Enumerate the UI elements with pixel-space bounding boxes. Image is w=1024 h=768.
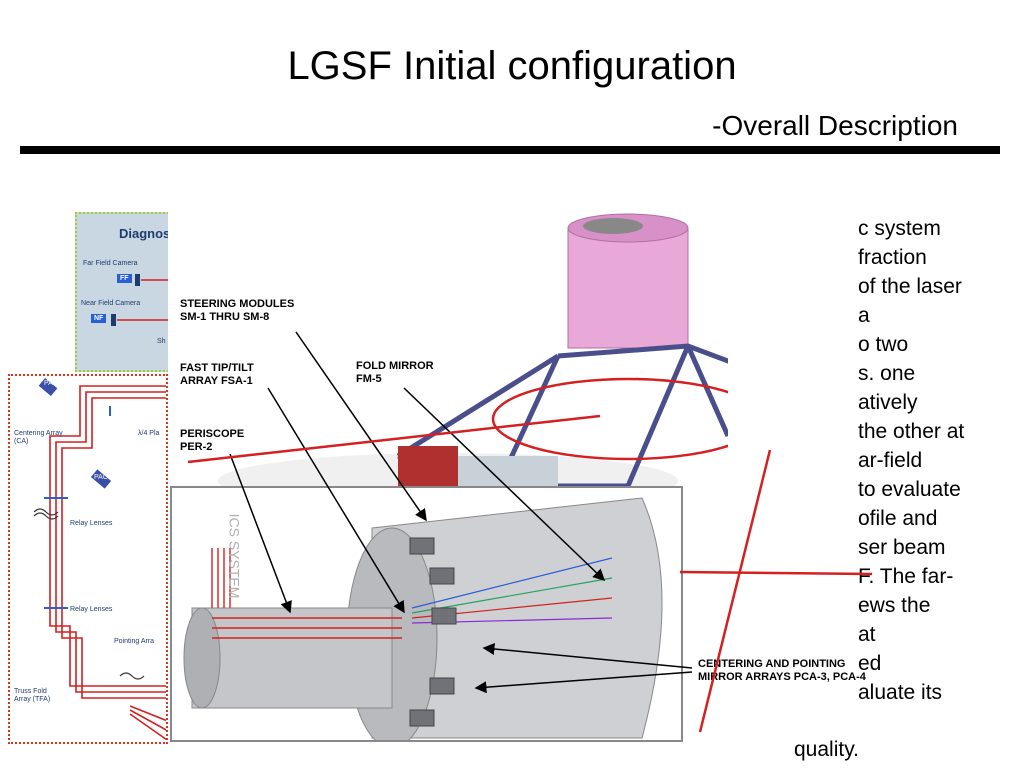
far-field-camera-label: Far Field Camera bbox=[83, 260, 138, 267]
body-line: c system bbox=[858, 217, 941, 240]
near-field-camera-label: Near Field Camera bbox=[81, 300, 141, 307]
centering-array-label: Centering Array bbox=[14, 430, 63, 437]
body-line: s. one bbox=[858, 362, 916, 385]
steering-label-line2: SM-1 THRU SM-8 bbox=[180, 311, 270, 323]
ca-label: (CA) bbox=[14, 438, 29, 445]
body-line: ser beam bbox=[858, 536, 946, 559]
fast-tip-tilt-label-line2: ARRAY FSA-1 bbox=[180, 375, 253, 387]
body-line: at bbox=[858, 623, 876, 646]
optical-layout-drawing bbox=[33, 378, 166, 741]
periscope-label-line1: PERISCOPE bbox=[180, 428, 245, 440]
cutaway-drawing bbox=[183, 497, 663, 740]
relay-lenses-label-2: Relay Lenses bbox=[70, 606, 113, 613]
centering-label-line1: CENTERING AND POINTING bbox=[698, 658, 846, 670]
truss-fold-label: Truss Fold bbox=[14, 688, 47, 695]
body-line: of the laser bbox=[858, 275, 962, 298]
body-line: aluate its bbox=[858, 681, 943, 704]
body-line: ews the bbox=[858, 594, 931, 617]
relay-lenses-label-1: Relay Lenses bbox=[70, 520, 113, 527]
body-line: atively bbox=[858, 391, 918, 414]
pac-mid-label: PAC bbox=[94, 474, 108, 481]
centering-label-line2: MIRROR ARRAYS PCA-3, PCA-4 bbox=[698, 671, 866, 683]
pointing-array-label: Pointing Arra bbox=[114, 638, 155, 645]
periscope-label-line2: PER-2 bbox=[180, 441, 213, 453]
body-text: c system fraction of the laser a o two s… bbox=[858, 214, 1024, 707]
sh-label: Sh bbox=[157, 338, 166, 345]
slide-subtitle: -Overall Description bbox=[712, 110, 958, 141]
diagnostic-heading: Diagnosti bbox=[119, 226, 179, 241]
body-line: F. The far- bbox=[858, 565, 954, 588]
ff-box: FF bbox=[117, 274, 132, 283]
array-tfa-label: Array (TFA) bbox=[14, 696, 51, 703]
body-line: fraction bbox=[858, 246, 927, 269]
body-line: the other at bbox=[858, 420, 965, 443]
fast-tip-tilt-label-line1: FAST TIP/TILT bbox=[180, 362, 254, 374]
body-line: ofile and bbox=[858, 507, 938, 530]
body-last-line: quality. bbox=[794, 738, 859, 761]
body-line: a bbox=[858, 304, 870, 327]
nf-box: NF bbox=[91, 314, 107, 323]
cutaway-inset: ICS SYSTEM bbox=[170, 486, 683, 742]
optical-layout-panel: PAC Centering Array (CA) λ/4 Pla PAC Rel… bbox=[8, 374, 168, 744]
steering-label-line1: STEERING MODULES bbox=[180, 298, 295, 310]
body-line: to evaluate bbox=[858, 478, 961, 501]
pac-top-label: PAC bbox=[44, 380, 58, 387]
body-line: ar-field bbox=[858, 449, 923, 472]
slide-title: LGSF Initial configuration bbox=[287, 44, 737, 88]
diagnostic-panel: Diagnosti Far Field Camera FF Near Field… bbox=[75, 212, 185, 372]
lambda-plate-label: λ/4 Pla bbox=[138, 430, 160, 437]
fold-mirror-label-line1: FOLD MIRROR bbox=[356, 360, 434, 372]
title-rule bbox=[20, 146, 1000, 154]
body-line: ed bbox=[858, 652, 882, 675]
fold-mirror-label-line2: FM-5 bbox=[356, 373, 382, 385]
body-line: o two bbox=[858, 333, 909, 356]
inset-watermark: ICS SYSTEM bbox=[226, 513, 243, 599]
